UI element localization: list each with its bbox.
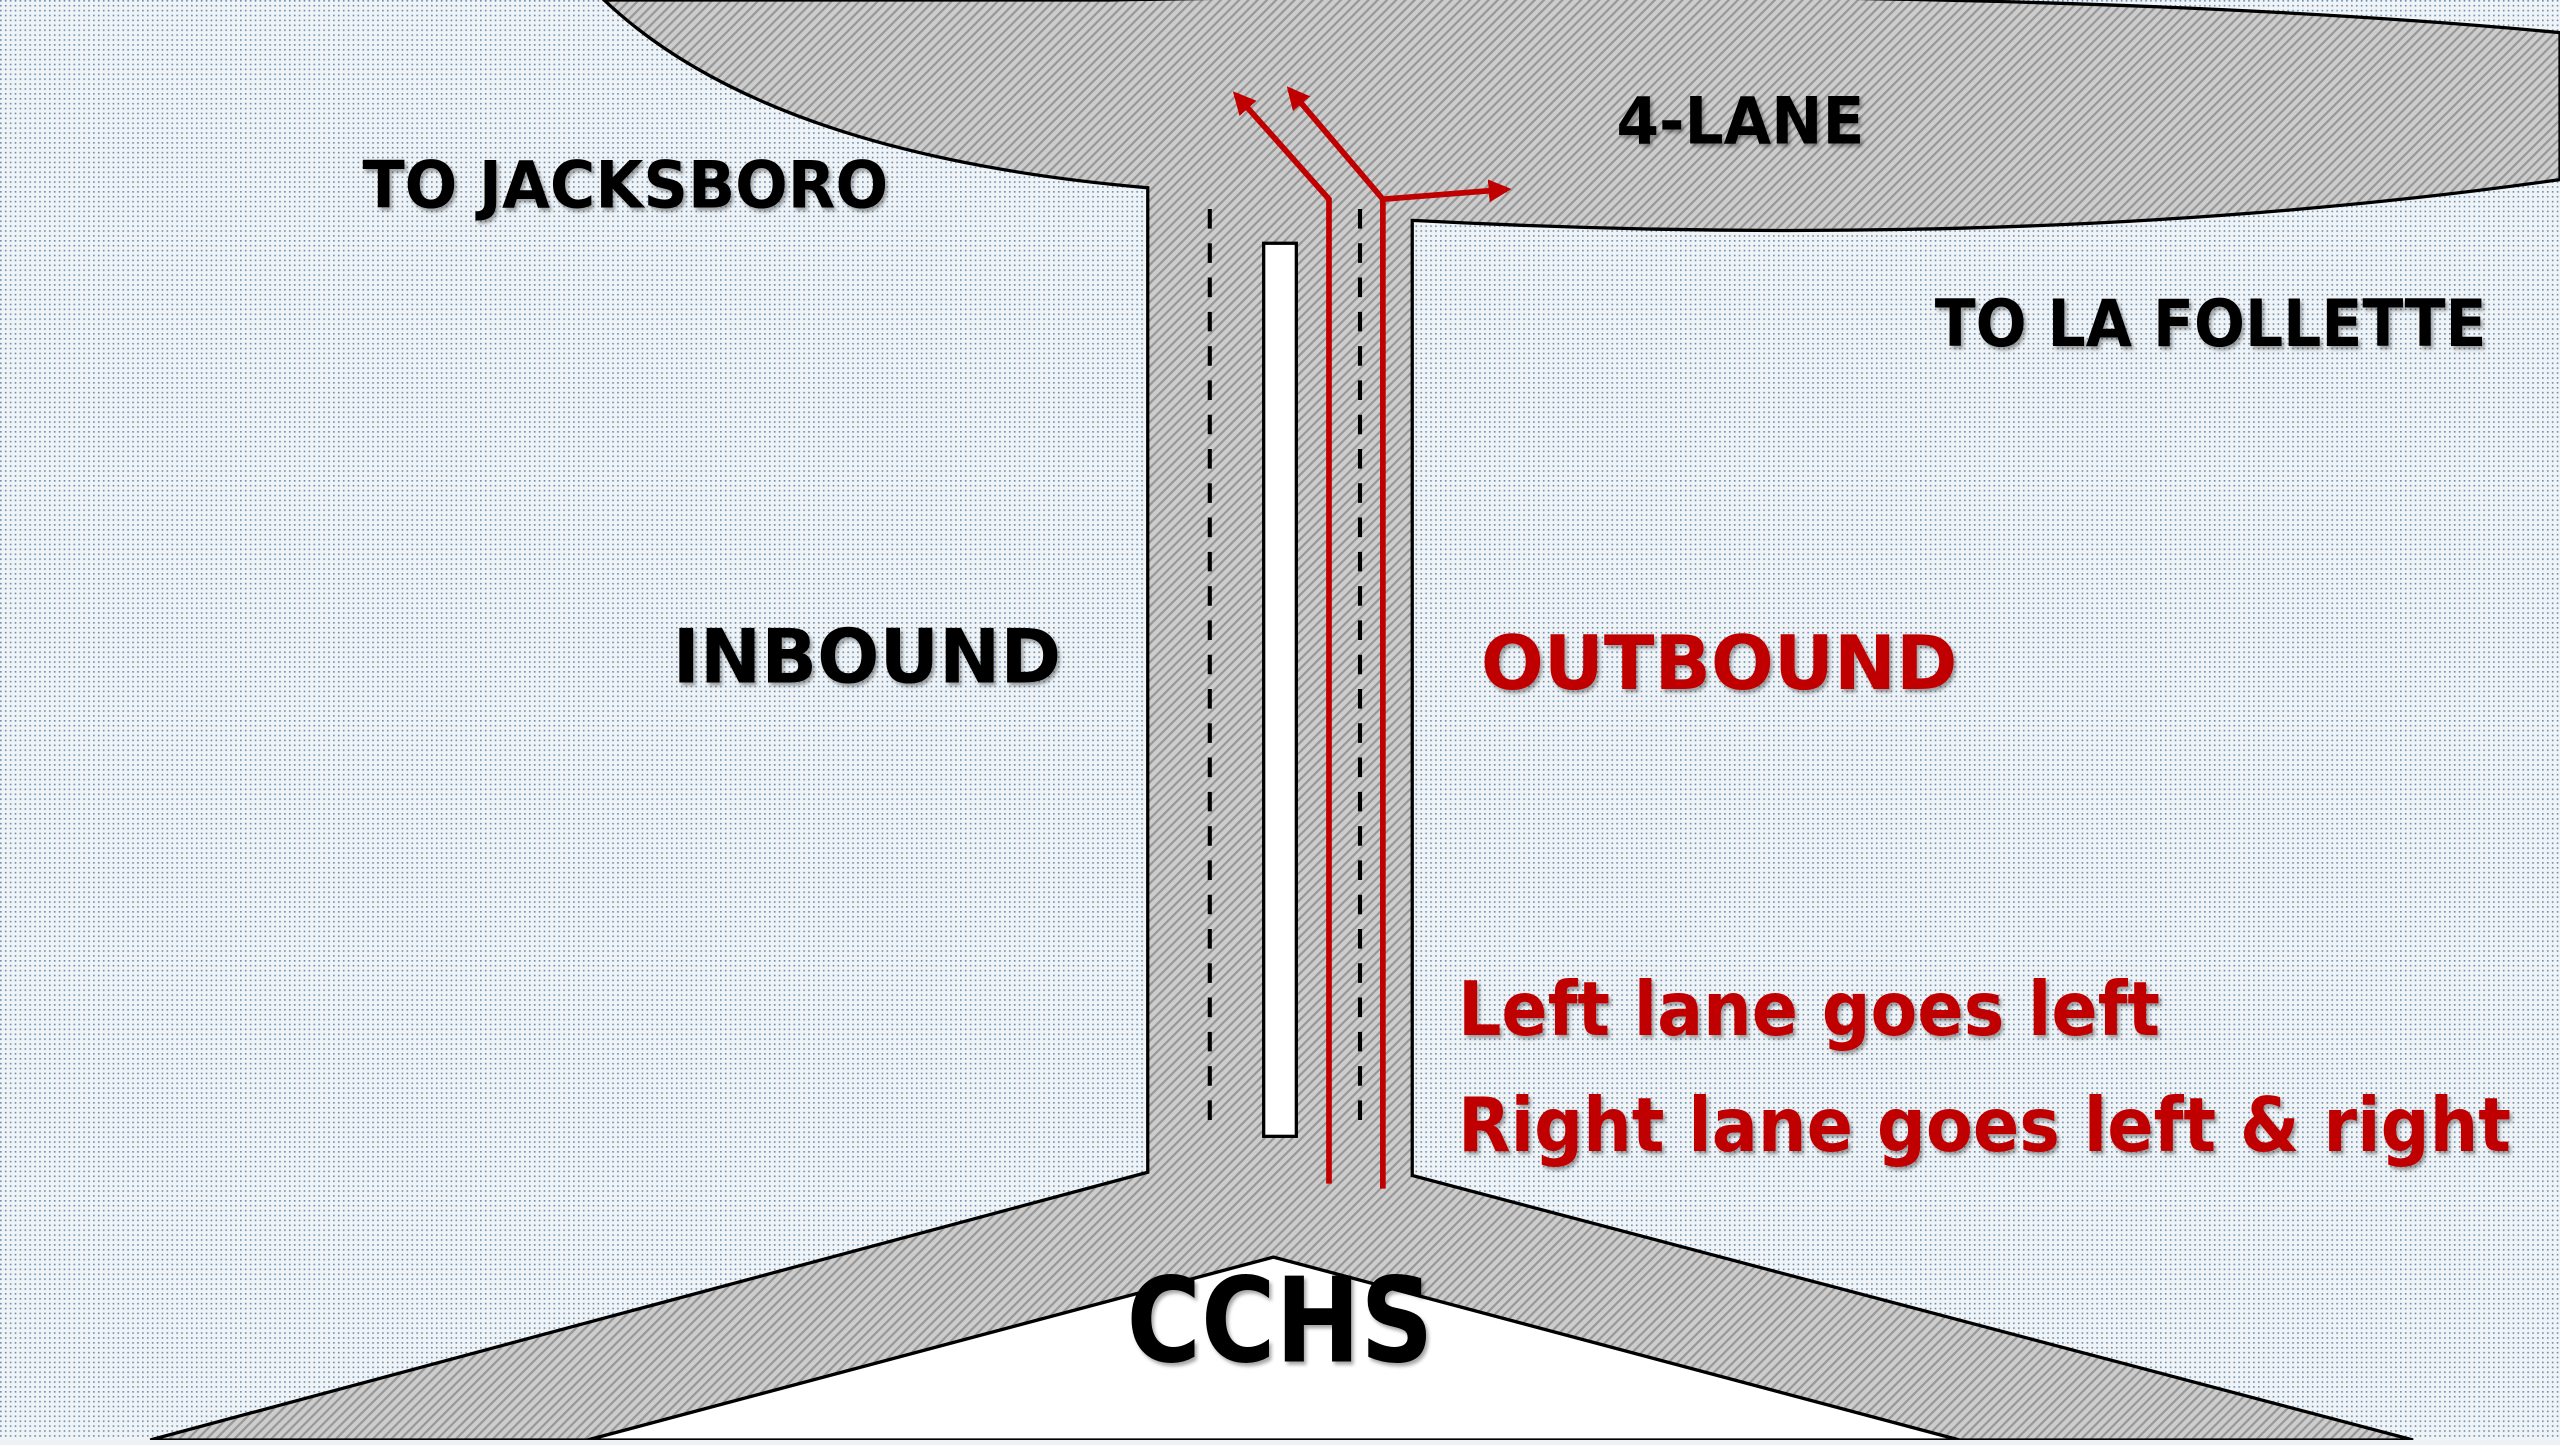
label-to-jacksboro: TO JACKSBORO [362, 147, 888, 223]
label-outbound: OUTBOUND [1481, 619, 1958, 707]
road-network [149, 0, 2560, 1442]
label-right-lane-rule: Right lane goes left & right [1458, 1081, 2511, 1169]
left-lane-route [1232, 91, 1332, 1184]
label-left-lane-rule: Left lane goes left [1458, 965, 2160, 1053]
label-inbound: INBOUND [673, 612, 1062, 700]
label-to-la-follette: TO LA FOLLETTE [1935, 286, 2487, 362]
median [1262, 241, 1298, 1138]
label-four-lane: 4-LANE [1616, 84, 1864, 160]
label-cchs: CCHS [1127, 1253, 1434, 1390]
right-lane-route-right [1382, 179, 1512, 203]
